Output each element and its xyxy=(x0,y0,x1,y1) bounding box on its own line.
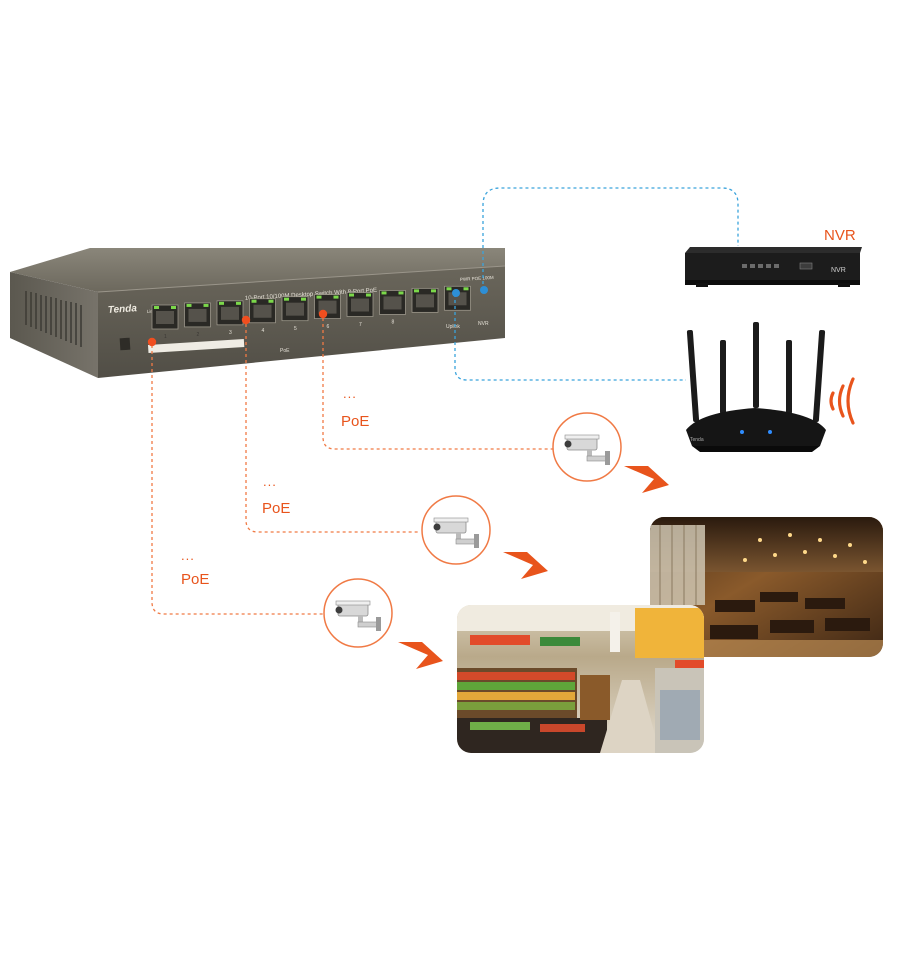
port-number: 8 xyxy=(392,320,395,326)
poe-port xyxy=(346,292,374,317)
port-label-uplink: Uplink xyxy=(446,324,460,330)
port-label-nvr: NVR xyxy=(478,321,489,327)
port-numbers: 1 2 3 4 5 6 7 8 xyxy=(164,320,395,341)
poe-link-1-label: PoE xyxy=(181,571,210,588)
port-label-poe: PoE xyxy=(280,348,290,354)
arrow-right-icon xyxy=(624,466,669,493)
poe-port xyxy=(314,294,341,320)
poe-port xyxy=(151,304,179,330)
arrow-right-icon xyxy=(398,642,443,669)
poe-link-1-line xyxy=(151,345,324,615)
port-number: 5 xyxy=(294,326,297,332)
port-number: 7 xyxy=(359,322,362,328)
security-camera-icon xyxy=(323,578,393,648)
security-camera-icon xyxy=(552,412,622,482)
poe-port xyxy=(184,302,211,328)
router-brand: Tenda xyxy=(690,437,704,443)
poe-link-2-line xyxy=(245,324,420,533)
power-switch xyxy=(119,337,131,351)
poe-link-1-dots: ... xyxy=(181,548,195,563)
poe-port xyxy=(249,298,276,324)
poe-port xyxy=(281,296,309,322)
poe-port-dot-2 xyxy=(241,315,251,325)
poe-port xyxy=(216,300,244,326)
switch-top-label: PWR POE 100M xyxy=(460,275,494,282)
port-number: 3 xyxy=(229,330,232,336)
nvr-recorder: NVR xyxy=(685,247,862,287)
security-camera-icon xyxy=(421,495,491,565)
port-number-strip xyxy=(147,338,245,353)
poe-port xyxy=(379,290,406,315)
port-number: 1 xyxy=(164,334,167,340)
restaurant-scene-photo xyxy=(650,517,883,657)
supermarket-scene-photo xyxy=(457,605,704,753)
switch-ports xyxy=(151,285,471,330)
poe-link-2-dots: ... xyxy=(263,474,277,489)
wifi-router: Tenda xyxy=(686,322,826,452)
nvr-label: NVR xyxy=(824,227,856,244)
nvr-port xyxy=(444,285,471,311)
poe-link-3-label: PoE xyxy=(341,413,370,430)
network-links xyxy=(454,187,739,381)
poe-link-2-label: PoE xyxy=(262,500,291,517)
port-number: 4 xyxy=(262,328,265,334)
switch-brand: Tenda xyxy=(107,303,137,316)
port-number: 2 xyxy=(197,332,200,338)
poe-switch: Tenda 10-Port 10/100M Desktop Switch Wit… xyxy=(10,248,506,378)
poe-links xyxy=(151,318,553,615)
uplink-router-link xyxy=(454,294,686,381)
nvr-face-text: NVR xyxy=(831,267,846,274)
poe-port-dot-1 xyxy=(147,337,157,347)
poe-port-dot-3 xyxy=(318,309,328,319)
nvr-port-dot xyxy=(480,286,488,294)
nvr-link xyxy=(482,187,739,290)
poe-link-3-line xyxy=(322,318,553,450)
uplink-port xyxy=(411,287,439,313)
poe-link-3-dots: ... xyxy=(343,386,357,401)
uplink-port-dot xyxy=(452,289,460,297)
port-number: 6 xyxy=(327,324,330,330)
wifi-signal-icon xyxy=(829,377,855,425)
side-vents xyxy=(25,291,82,347)
arrow-right-icon xyxy=(503,552,548,579)
